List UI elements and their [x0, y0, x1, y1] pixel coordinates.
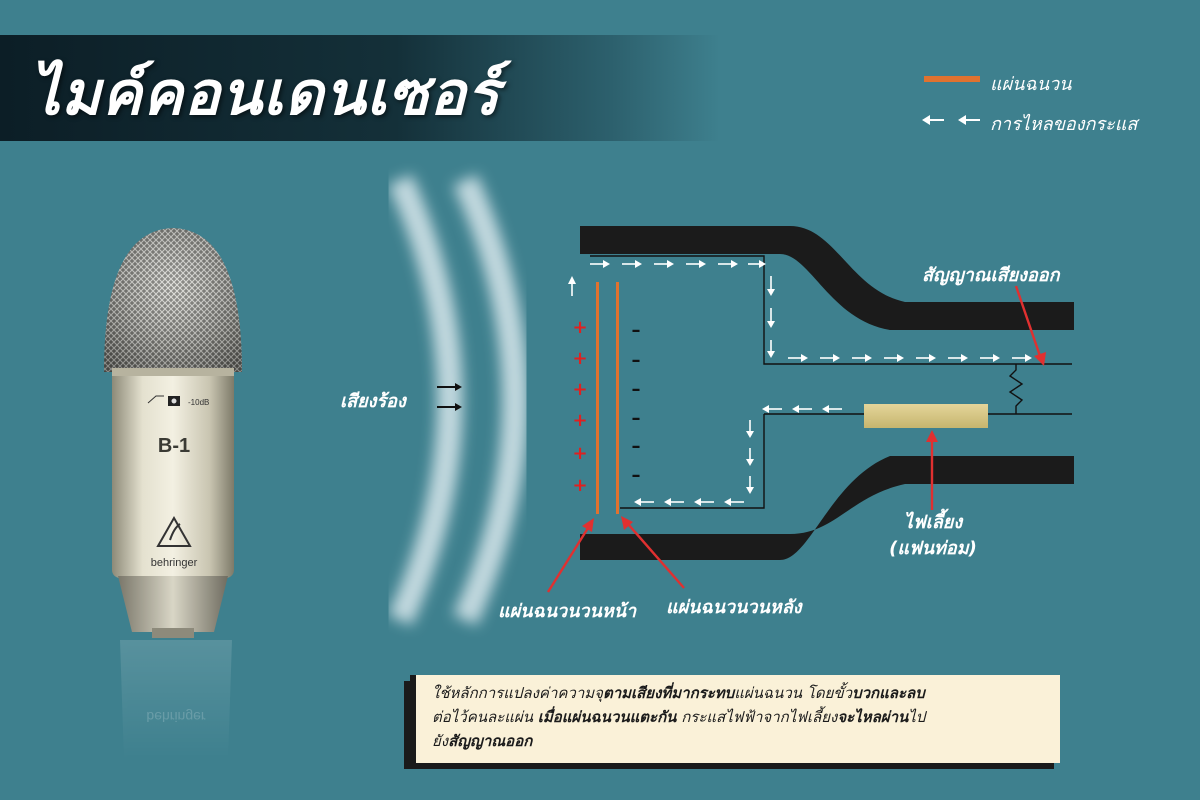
svg-text:–: –: [632, 465, 641, 486]
microphone-image: behringer -10dB B-1 behringer: [104, 228, 242, 760]
svg-text:+: +: [572, 475, 587, 496]
svg-text:–: –: [632, 350, 641, 371]
capsule-housing: [580, 226, 1074, 560]
legend-diaphragm-swatch: [924, 76, 980, 82]
svg-text:–: –: [632, 379, 641, 400]
phantom-power-label-line1: ไฟเลี้ยง: [903, 512, 963, 533]
info-text: แผ่นฉนวน โดยขั้ว: [734, 684, 853, 702]
current-flow-arrows: [568, 260, 1032, 506]
info-line-3: ยังสัญญาณออก: [432, 729, 1046, 753]
info-text: ใช้หลักการแปลงค่าความจุ: [432, 684, 603, 702]
front-plate-label: แผ่นฉนวนวนหน้า: [498, 601, 637, 622]
svg-text:–: –: [632, 436, 641, 457]
info-bold: เมื่อแผ่นฉนวนแตะกัน: [537, 708, 677, 726]
phantom-power-label: ไฟเลี้ยง (แฟนท่อม): [878, 510, 988, 562]
info-bold: สัญญาณออก: [448, 732, 533, 750]
front-plate: [596, 282, 599, 514]
phantom-power-label-line2: (แฟนท่อม): [889, 538, 977, 559]
back-plate-label: แผ่นฉนวนวนหลัง: [666, 597, 802, 618]
info-text: ไป: [908, 708, 926, 726]
info-bold: จะไหลผ่าน: [837, 708, 909, 726]
pointer-arrows: [546, 285, 1046, 593]
positive-charges: + + + + + +: [572, 317, 587, 496]
back-plate: [616, 282, 619, 514]
info-text: กระแสไฟฟ้าจากไฟเลี้ยง: [676, 708, 838, 726]
svg-text:+: +: [572, 410, 587, 431]
svg-text:+: +: [572, 379, 587, 400]
info-text: ต่อไว้คนละแผ่น: [432, 708, 538, 726]
phantom-power-element: [864, 404, 988, 428]
sound-label: เสียงร้อง: [340, 391, 406, 412]
info-box: ใช้หลักการแปลงค่าความจุตามเสียงที่มากระท…: [410, 675, 1060, 763]
sound-waves: [388, 174, 528, 626]
signal-out-label: สัญญาณเสียงออก: [922, 265, 1060, 286]
mic-model-label: B-1: [158, 435, 190, 457]
negative-charges: – – – – – –: [632, 320, 641, 486]
info-bold: ตามเสียงที่มากระทบ: [602, 684, 735, 702]
mic-brand-label: behringer: [151, 557, 198, 569]
info-line-2: ต่อไว้คนละแผ่น เมื่อแผ่นฉนวนแตะกัน กระแส…: [432, 705, 1046, 729]
svg-text:behringer: behringer: [146, 709, 205, 725]
current-arrow-icon: [922, 115, 980, 125]
sound-arrow-icon: [437, 383, 462, 411]
svg-text:+: +: [572, 443, 587, 464]
info-text: ยัง: [432, 732, 449, 750]
legend-diaphragm-label: แผ่นฉนวน: [990, 74, 1072, 95]
resistor-icon: [1008, 364, 1024, 414]
page-title: ไมค์คอนเดนเซอร์: [30, 59, 501, 129]
legend-current-label: การไหลของกระแส: [990, 114, 1138, 135]
brand-logo-icon: [156, 515, 192, 547]
svg-text:+: +: [572, 317, 587, 338]
mic-pad-label: -10dB: [188, 398, 209, 407]
svg-text:+: +: [572, 348, 587, 369]
title-bar: [0, 35, 720, 141]
svg-text:–: –: [632, 320, 641, 341]
info-line-1: ใช้หลักการแปลงค่าความจุตามเสียงที่มากระท…: [432, 681, 1046, 705]
info-bold: บวกและลบ: [852, 684, 925, 702]
svg-text:–: –: [632, 408, 641, 429]
